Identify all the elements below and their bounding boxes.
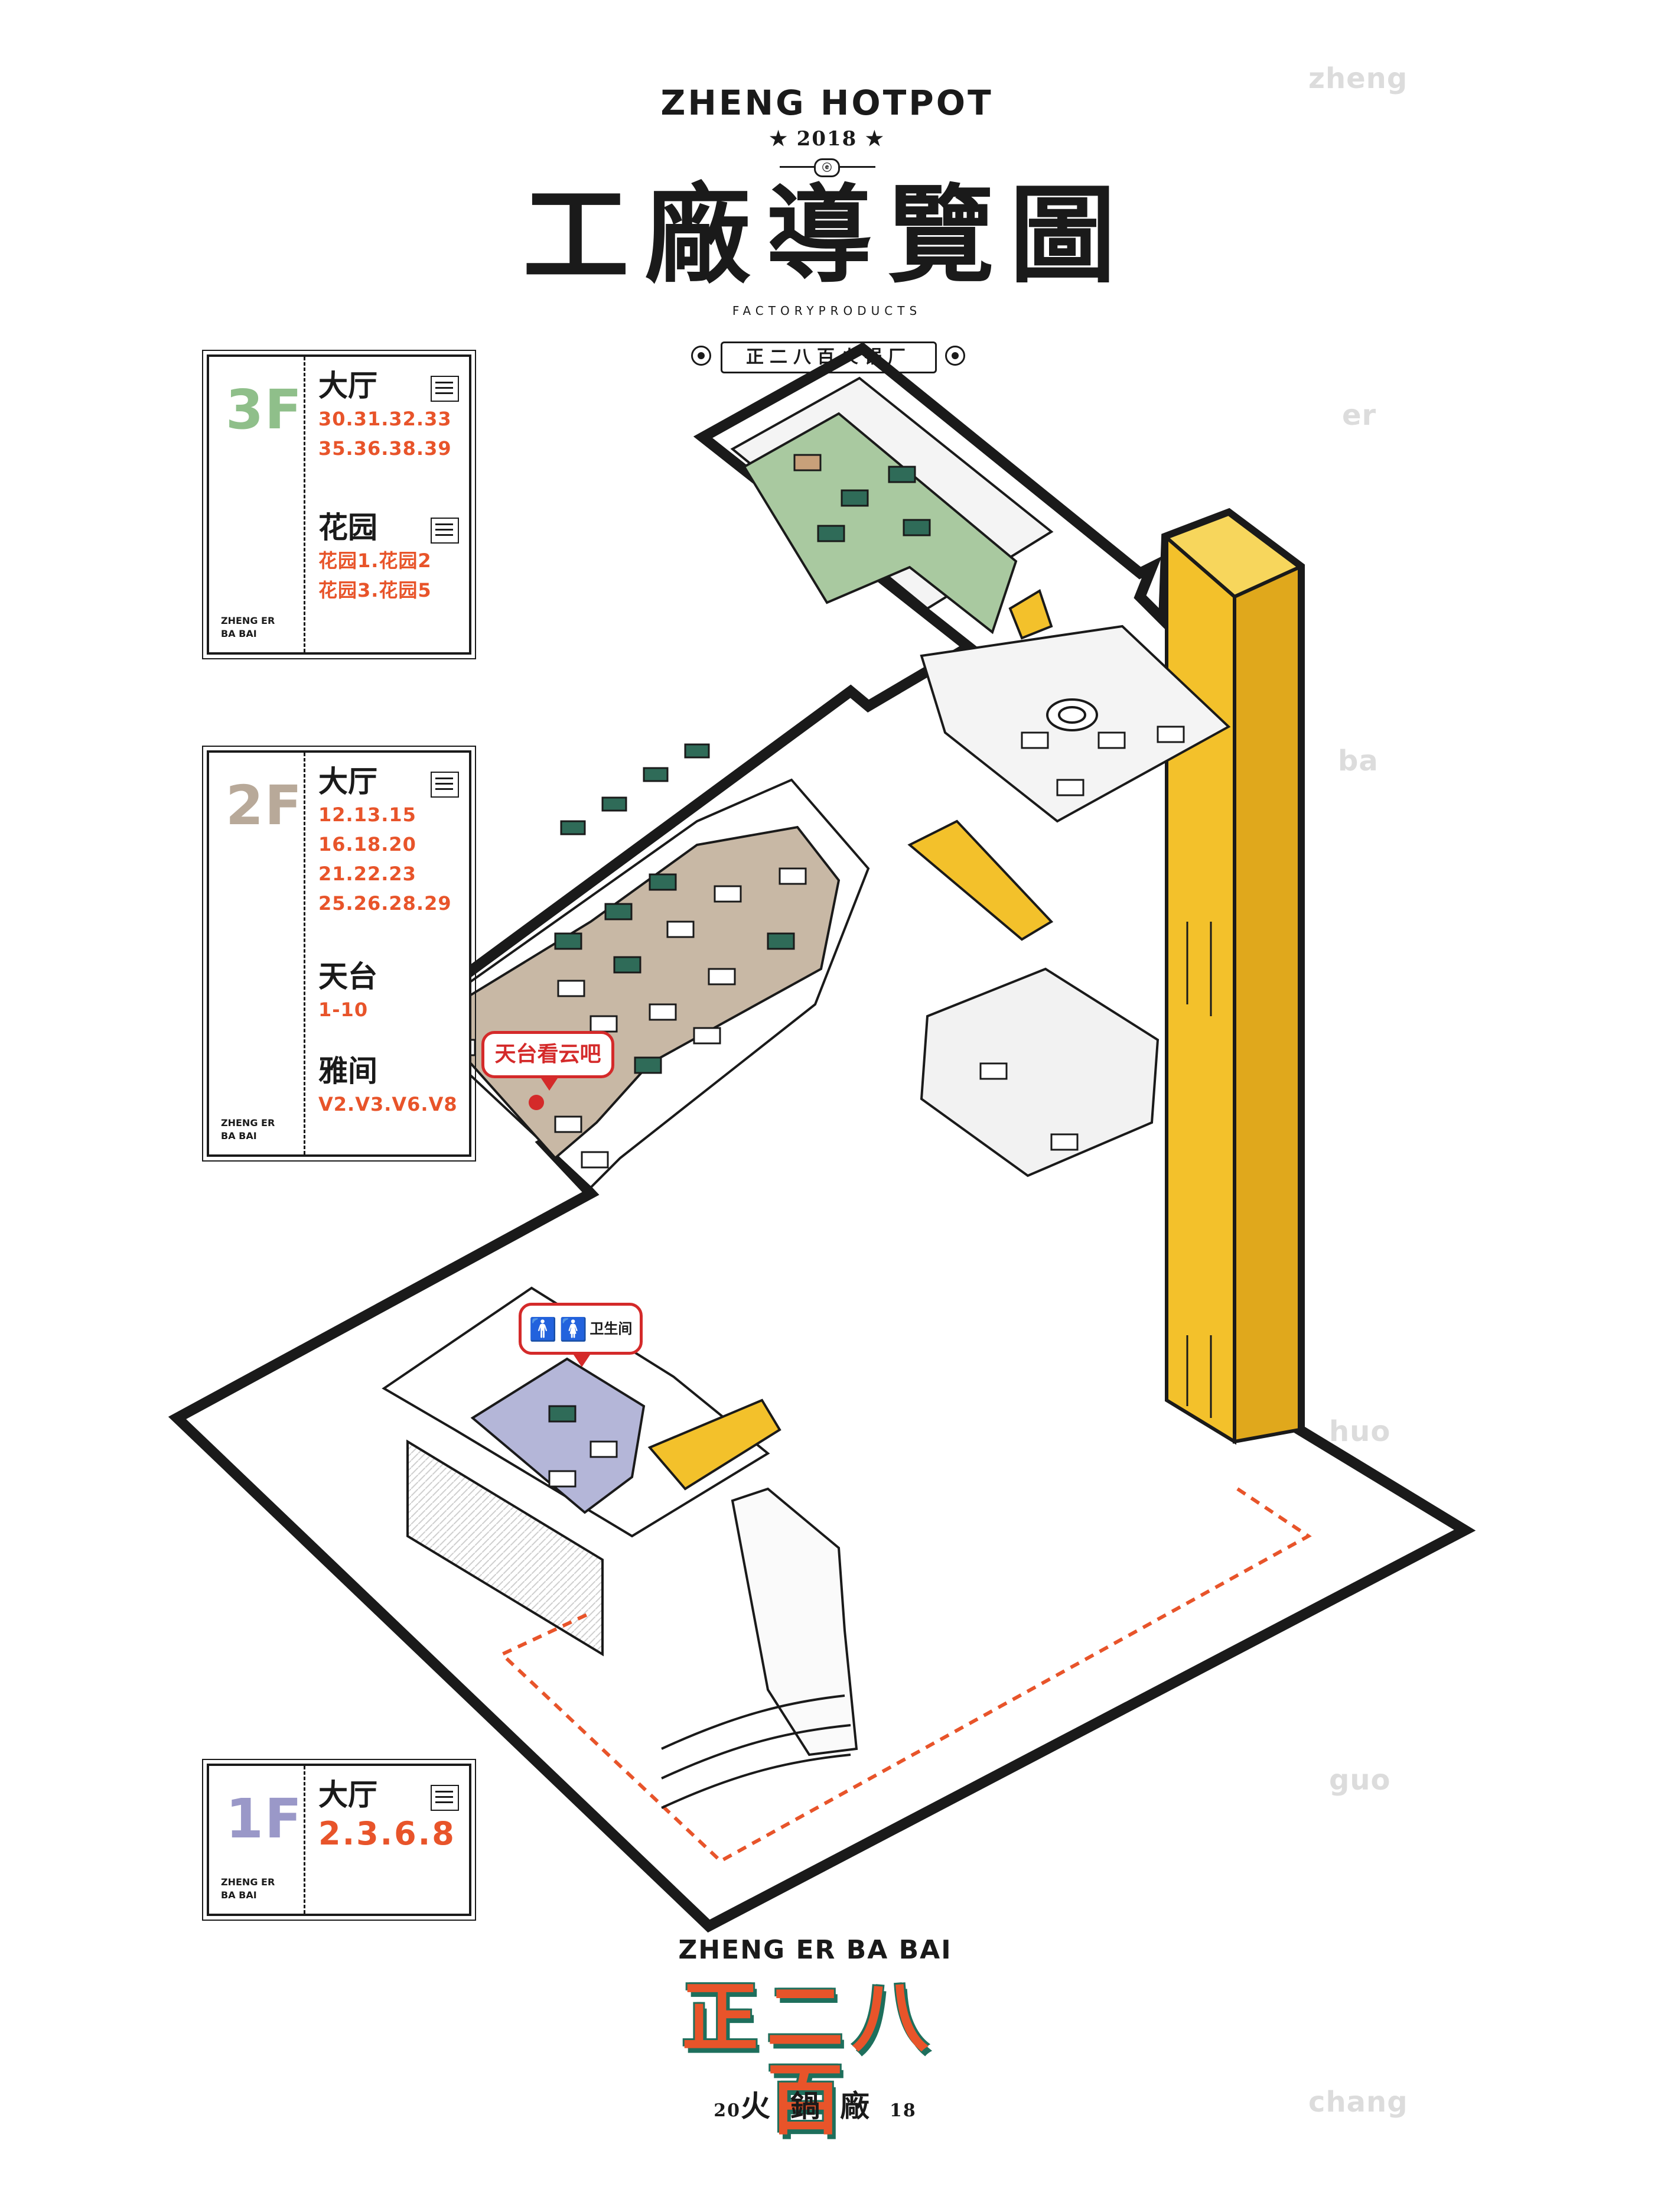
restroom-callout: 🚹🚺卫生间	[519, 1303, 643, 1367]
section-hall-3f: 大厅 30.31.32.33 35.36.38.39	[318, 367, 459, 463]
exterior-terrace-tables	[560, 743, 710, 835]
floor-2-staircase	[907, 819, 1054, 941]
side-word-er: er	[1342, 399, 1377, 432]
footer-year-right: 18	[890, 2100, 917, 2121]
seal-rule-right	[840, 166, 875, 168]
brand-year: ★ 2018 ★	[769, 127, 885, 151]
section-terrace-2f: 天台 1-10	[318, 958, 377, 1024]
callout-label: 天台看云吧	[494, 1042, 601, 1066]
brand-name: ZHENG HOTPOT	[660, 83, 994, 123]
callout-label: 卫生间	[590, 1320, 633, 1337]
table-numbers: 2.3.6.8	[318, 1815, 456, 1852]
floor-number: 1F	[226, 1787, 303, 1850]
section-title: 花园	[318, 510, 377, 545]
page-title: 工廠導覽圖	[522, 174, 1131, 298]
section-title: 大厅	[318, 765, 377, 799]
card-divider	[304, 1766, 305, 1914]
side-word-ba: ba	[1338, 744, 1379, 778]
card-footnote: ZHENG ER BA BAI	[221, 1876, 275, 1901]
location-pin-icon	[529, 1095, 544, 1110]
card-footnote: ZHENG ER BA BAI	[221, 615, 275, 639]
section-hall-1f: 大厅 2.3.6.8	[318, 1777, 459, 1855]
floor-2-private-room	[920, 967, 1160, 1177]
brand-seal: ⓔ	[814, 158, 840, 177]
table-numbers: 花园1.花园2	[318, 549, 432, 572]
badge-dot-right	[945, 346, 965, 366]
floor-card-3f: 3F ZHENG ER BA BAI 大厅 30.31.32.33 35.36.…	[202, 350, 476, 659]
table-numbers: V2.V3.V6.V8	[318, 1093, 458, 1115]
table-numbers: 25.26.28.29	[318, 892, 452, 915]
section-title: 大厅	[318, 369, 377, 403]
card-footnote: ZHENG ER BA BAI	[221, 1117, 275, 1141]
brand-logo: 正二八百	[681, 1973, 937, 2145]
elevator-shaft	[1163, 512, 1303, 1445]
dashed-route	[499, 1487, 1312, 1863]
menu-tag-icon	[431, 772, 459, 798]
male-icon: 🚹	[529, 1316, 557, 1342]
section-title: 雅间	[318, 1054, 377, 1088]
menu-tag-icon	[431, 518, 459, 544]
floor-1-staircase	[647, 1398, 781, 1491]
table-numbers: 16.18.20	[318, 833, 416, 855]
floor-number: 2F	[226, 774, 303, 837]
table-numbers: 21.22.23	[318, 863, 416, 885]
footer-subtitle: 20火鍋廠18	[591, 2083, 1040, 2125]
escalator	[661, 1694, 851, 1809]
section-title: 天台	[318, 959, 377, 994]
terrace-bar-callout: 天台看云吧	[481, 1031, 614, 1091]
table-numbers: 35.36.38.39	[318, 437, 452, 460]
restaurant-badge: 正二八百火锅厂	[721, 341, 937, 373]
menu-tag-icon	[431, 1785, 459, 1811]
section-garden-3f: 花园 花园1.花园2 花园3.花园5	[318, 509, 459, 605]
floor-card-2f: 2F ZHENG ER BA BAI 大厅 12.13.15 16.18.20 …	[202, 746, 476, 1162]
card-divider	[304, 357, 305, 652]
card-divider	[304, 753, 305, 1154]
section-hall-2f: 大厅 12.13.15 16.18.20 21.22.23 25.26.28.2…	[318, 763, 459, 918]
footer-year-left: 20	[714, 2100, 741, 2121]
female-icon: 🚺	[559, 1316, 588, 1342]
page-footer: ZHENG ER BA BAI 正二八百 20火鍋廠18	[591, 1935, 1040, 2183]
floor-number: 3F	[226, 378, 303, 441]
side-word-huo: huo	[1329, 1415, 1391, 1448]
table-numbers: 1-10	[318, 998, 369, 1021]
side-word-chang: chang	[1308, 2086, 1408, 2119]
badge-dot-left	[691, 346, 711, 366]
section-private-rooms-2f: 雅间 V2.V3.V6.V8	[318, 1053, 458, 1119]
seal-rule-left	[780, 166, 815, 168]
page-header: ZHENG HOTPOT ★ 2018 ★ ⓔ 工廠導覽圖 FACTORYPRO…	[413, 53, 1240, 373]
menu-tag-icon	[431, 376, 459, 402]
footer-english-name: ZHENG ER BA BAI	[678, 1935, 952, 1965]
side-word-zheng: zheng	[1308, 62, 1408, 95]
side-word-guo: guo	[1329, 1764, 1391, 1797]
page-subtitle: FACTORYPRODUCTS	[732, 304, 922, 318]
floor-card-1f: 1F ZHENG ER BA BAI 大厅 2.3.6.8	[202, 1759, 476, 1921]
floor-1-dining-area	[470, 1357, 646, 1514]
table-numbers: 花园3.花园5	[318, 579, 432, 601]
table-numbers: 12.13.15	[318, 804, 416, 826]
footer-factory-name: 火鍋廠	[741, 2089, 890, 2123]
table-numbers: 30.31.32.33	[318, 408, 452, 430]
section-title: 大厅	[318, 1778, 377, 1812]
